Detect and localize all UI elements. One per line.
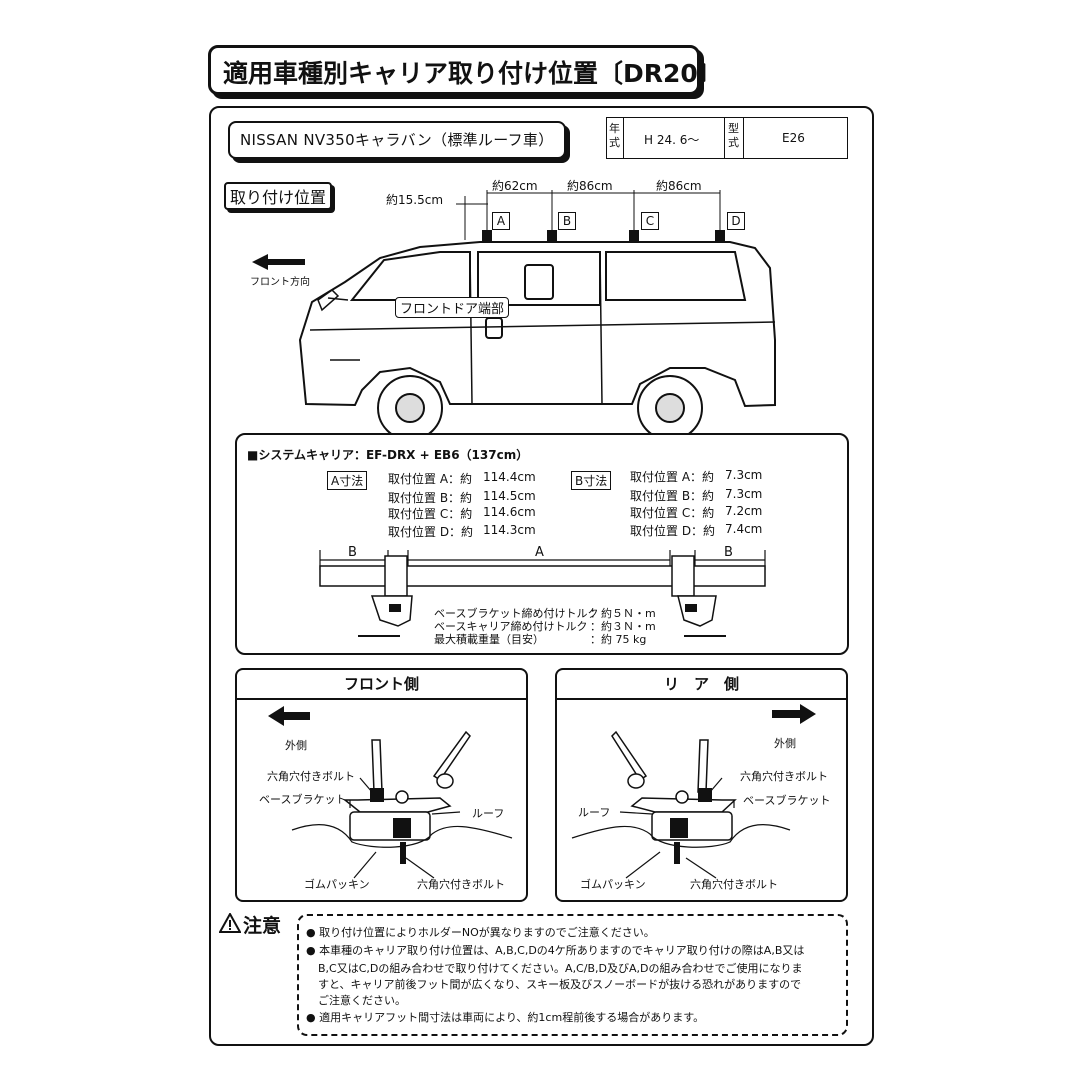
front-door-edge-label: フロントドア端部: [395, 297, 510, 318]
rear-rubber: ゴムパッキン: [580, 878, 646, 891]
marker-b: B: [558, 212, 576, 230]
caution-line: すと、キャリア前後フット間が広くなり、スキー板及びスノーボードが抜ける恐れがあり…: [318, 978, 802, 991]
torque-label: ベースキャリア締め付けトルク: [434, 620, 588, 633]
page-title: 適用車種別キャリア取り付け位置〔DR20〕: [223, 59, 723, 88]
caution-line: ● 取り付け位置によりホルダーNOが異なりますのでご注意ください。: [306, 926, 655, 939]
system-carrier-frame: [235, 433, 849, 655]
a-row-label: 取付位置 A：約: [388, 472, 473, 486]
system-title: ■システムキャリア：EF-DRX + EB6（137cm）: [247, 448, 529, 462]
type-value-cell: E26: [744, 118, 846, 158]
model-name: NISSAN NV350キャラバン（標準ルーフ車）: [240, 131, 554, 149]
model-box: NISSAN NV350キャラバン（標準ルーフ車）: [228, 121, 566, 159]
b-dimension-label: B寸法: [571, 471, 612, 490]
dim-a: A: [535, 545, 544, 560]
year-label-cell: 年式: [607, 118, 624, 158]
a-row-value: 114.3cm: [483, 523, 536, 537]
a-row-value: 114.4cm: [483, 470, 536, 484]
marker-a: A: [492, 212, 510, 230]
torque-value: ：約 75 kg: [590, 633, 647, 646]
front-direction-label: フロント方向: [250, 277, 310, 288]
spec-table: 年式 H 24. 6〜 型式 E26: [606, 117, 848, 159]
type-label-cell: 型式: [725, 118, 744, 158]
type-label: 型式: [728, 122, 739, 149]
caution-line: B,C又はC,Dの組み合わせで取り付けてください。A,C/B,D及びA,Dの組み…: [318, 962, 803, 975]
van-illustration: [252, 190, 776, 435]
crossbar-diagram: [319, 550, 766, 637]
front-outer-label: 外側: [285, 739, 307, 752]
front-hex-bolt-bottom: 六角穴付きボルト: [417, 878, 505, 891]
marker-c: C: [641, 212, 659, 230]
rear-roof: ルーフ: [578, 806, 611, 819]
front-side-panel: フロント側: [235, 668, 528, 902]
a-row-label: 取付位置 D：約: [388, 525, 474, 539]
type-value: E26: [782, 131, 805, 145]
year-value: H 24. 6〜: [644, 133, 700, 147]
a-row-label: 取付位置 B：約: [388, 491, 473, 505]
torque-value: ：約５Ｎ・m: [590, 607, 656, 620]
front-rubber: ゴムパッキン: [304, 878, 370, 891]
rear-side-diagram: [571, 704, 816, 879]
front-side-title: フロント側: [237, 670, 526, 700]
front-side-diagram: [268, 706, 513, 879]
dim-b-left: B: [348, 545, 357, 560]
rear-base-bracket: ベースブラケット: [743, 794, 831, 807]
torque-label: ベースブラケット締め付けトルク: [434, 607, 599, 620]
main-frame: [209, 106, 874, 1046]
front-hex-bolt-top: 六角穴付きボルト: [267, 770, 355, 783]
rear-hex-bolt-bottom: 六角穴付きボルト: [690, 878, 778, 891]
rear-side-panel: リ ア 側: [555, 668, 848, 902]
b-row-value: 7.4cm: [725, 522, 763, 536]
b-row-value: 7.3cm: [725, 487, 763, 501]
a-row-value: 114.5cm: [483, 489, 536, 503]
a-dimension-label: A寸法: [327, 471, 368, 490]
b-row-label: 取付位置 D：約: [630, 524, 716, 538]
arrow-left-icon: [268, 706, 310, 726]
torque-label: 最大積載重量（目安）: [434, 633, 544, 646]
caution-title: 注意: [243, 915, 282, 937]
rear-hex-bolt-top: 六角穴付きボルト: [740, 770, 828, 783]
front-base-bracket: ベースブラケット: [259, 793, 347, 806]
front-roof: ルーフ: [472, 807, 505, 820]
a-row-value: 114.6cm: [483, 505, 536, 519]
caution-notes-frame: [297, 914, 848, 1036]
page-title-box: 適用車種別キャリア取り付け位置〔DR20〕: [208, 45, 723, 95]
b-row-value: 7.2cm: [725, 504, 763, 518]
year-value-cell: H 24. 6〜: [624, 118, 725, 158]
distance-cd: 約86cm: [656, 179, 702, 193]
distance-ab: 約62cm: [492, 179, 538, 193]
caution-line: ご注意ください。: [318, 994, 406, 1007]
position-label: 取り付け位置: [224, 182, 333, 210]
torque-value: ：約３Ｎ・m: [590, 620, 656, 633]
distance-bc: 約86cm: [567, 179, 613, 193]
caution-line: ● 本車種のキャリア取り付け位置は、A,B,C,Dの4ケ所ありますのでキャリア取…: [306, 944, 805, 957]
b-row-label: 取付位置 B：約: [630, 489, 715, 503]
rear-outer-label: 外側: [774, 737, 796, 750]
distance-front: 約15.5cm: [386, 193, 444, 207]
marker-d: D: [727, 212, 745, 230]
rear-side-title: リ ア 側: [557, 670, 846, 700]
year-label: 年式: [609, 122, 620, 149]
a-row-label: 取付位置 C：約: [388, 507, 473, 521]
warning-icon: [219, 913, 241, 933]
b-row-value: 7.3cm: [725, 468, 763, 482]
dim-b-right: B: [724, 545, 733, 560]
b-row-label: 取付位置 A：約: [630, 470, 715, 484]
arrow-right-icon: [772, 704, 816, 724]
caution-line: ● 適用キャリアフット間寸法は車両により、約1cm程前後する場合があります。: [306, 1011, 705, 1024]
b-row-label: 取付位置 C：約: [630, 506, 715, 520]
